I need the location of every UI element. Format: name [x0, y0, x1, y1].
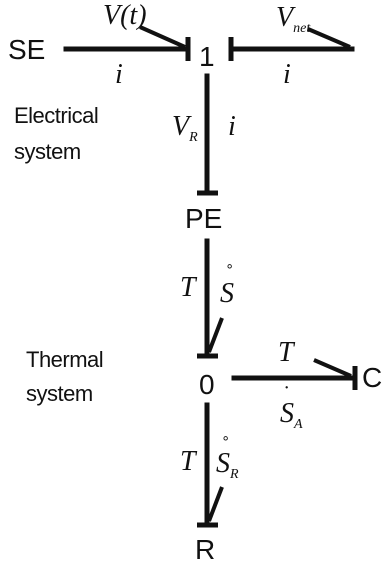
bond-1-to-pe: [197, 73, 218, 196]
effort-vnet: Vnet: [276, 2, 311, 36]
bond-0-to-r: [197, 402, 224, 528]
flow-sdot-dot: ˚: [226, 260, 233, 285]
electrical-label-line2: system: [14, 139, 81, 164]
node-se: SE: [8, 34, 45, 65]
flow-i-se: i: [115, 59, 123, 90]
effort-t-c: T: [278, 337, 296, 368]
bond-se-to-1: [63, 25, 191, 61]
electrical-label-line1: Electrical: [14, 103, 98, 128]
flow-i-net: i: [283, 59, 291, 90]
half-arrow: [307, 27, 351, 49]
effort-vt: V(t): [103, 0, 147, 31]
flow-sdot-r: SR: [216, 448, 239, 482]
flow-sdot-a-dot: ˙: [283, 381, 290, 406]
node-one: 1: [199, 41, 215, 72]
node-c: C: [362, 362, 382, 393]
half-arrow: [207, 486, 224, 522]
node-r: R: [195, 534, 215, 563]
flow-i-r: i: [228, 111, 236, 142]
flow-sdot-r-dot: ˚: [222, 432, 229, 457]
node-pe: PE: [185, 203, 222, 234]
bond-1-to-vnet: [228, 27, 355, 61]
half-arrow: [207, 317, 224, 353]
node-zero: 0: [199, 369, 215, 400]
thermal-label-line2: system: [26, 381, 93, 406]
effort-vr: VR: [172, 111, 198, 145]
flow-sdot-a: SA: [280, 398, 303, 432]
bond-0-to-c: [231, 358, 358, 390]
thermal-label-line1: Thermal: [26, 347, 103, 372]
half-arrow: [139, 25, 186, 49]
bond-pe-to-0: [197, 238, 224, 359]
flow-sdot: S: [220, 278, 234, 309]
effort-t-pe: T: [180, 272, 198, 303]
half-arrow: [313, 358, 352, 378]
effort-t-r: T: [180, 446, 198, 477]
